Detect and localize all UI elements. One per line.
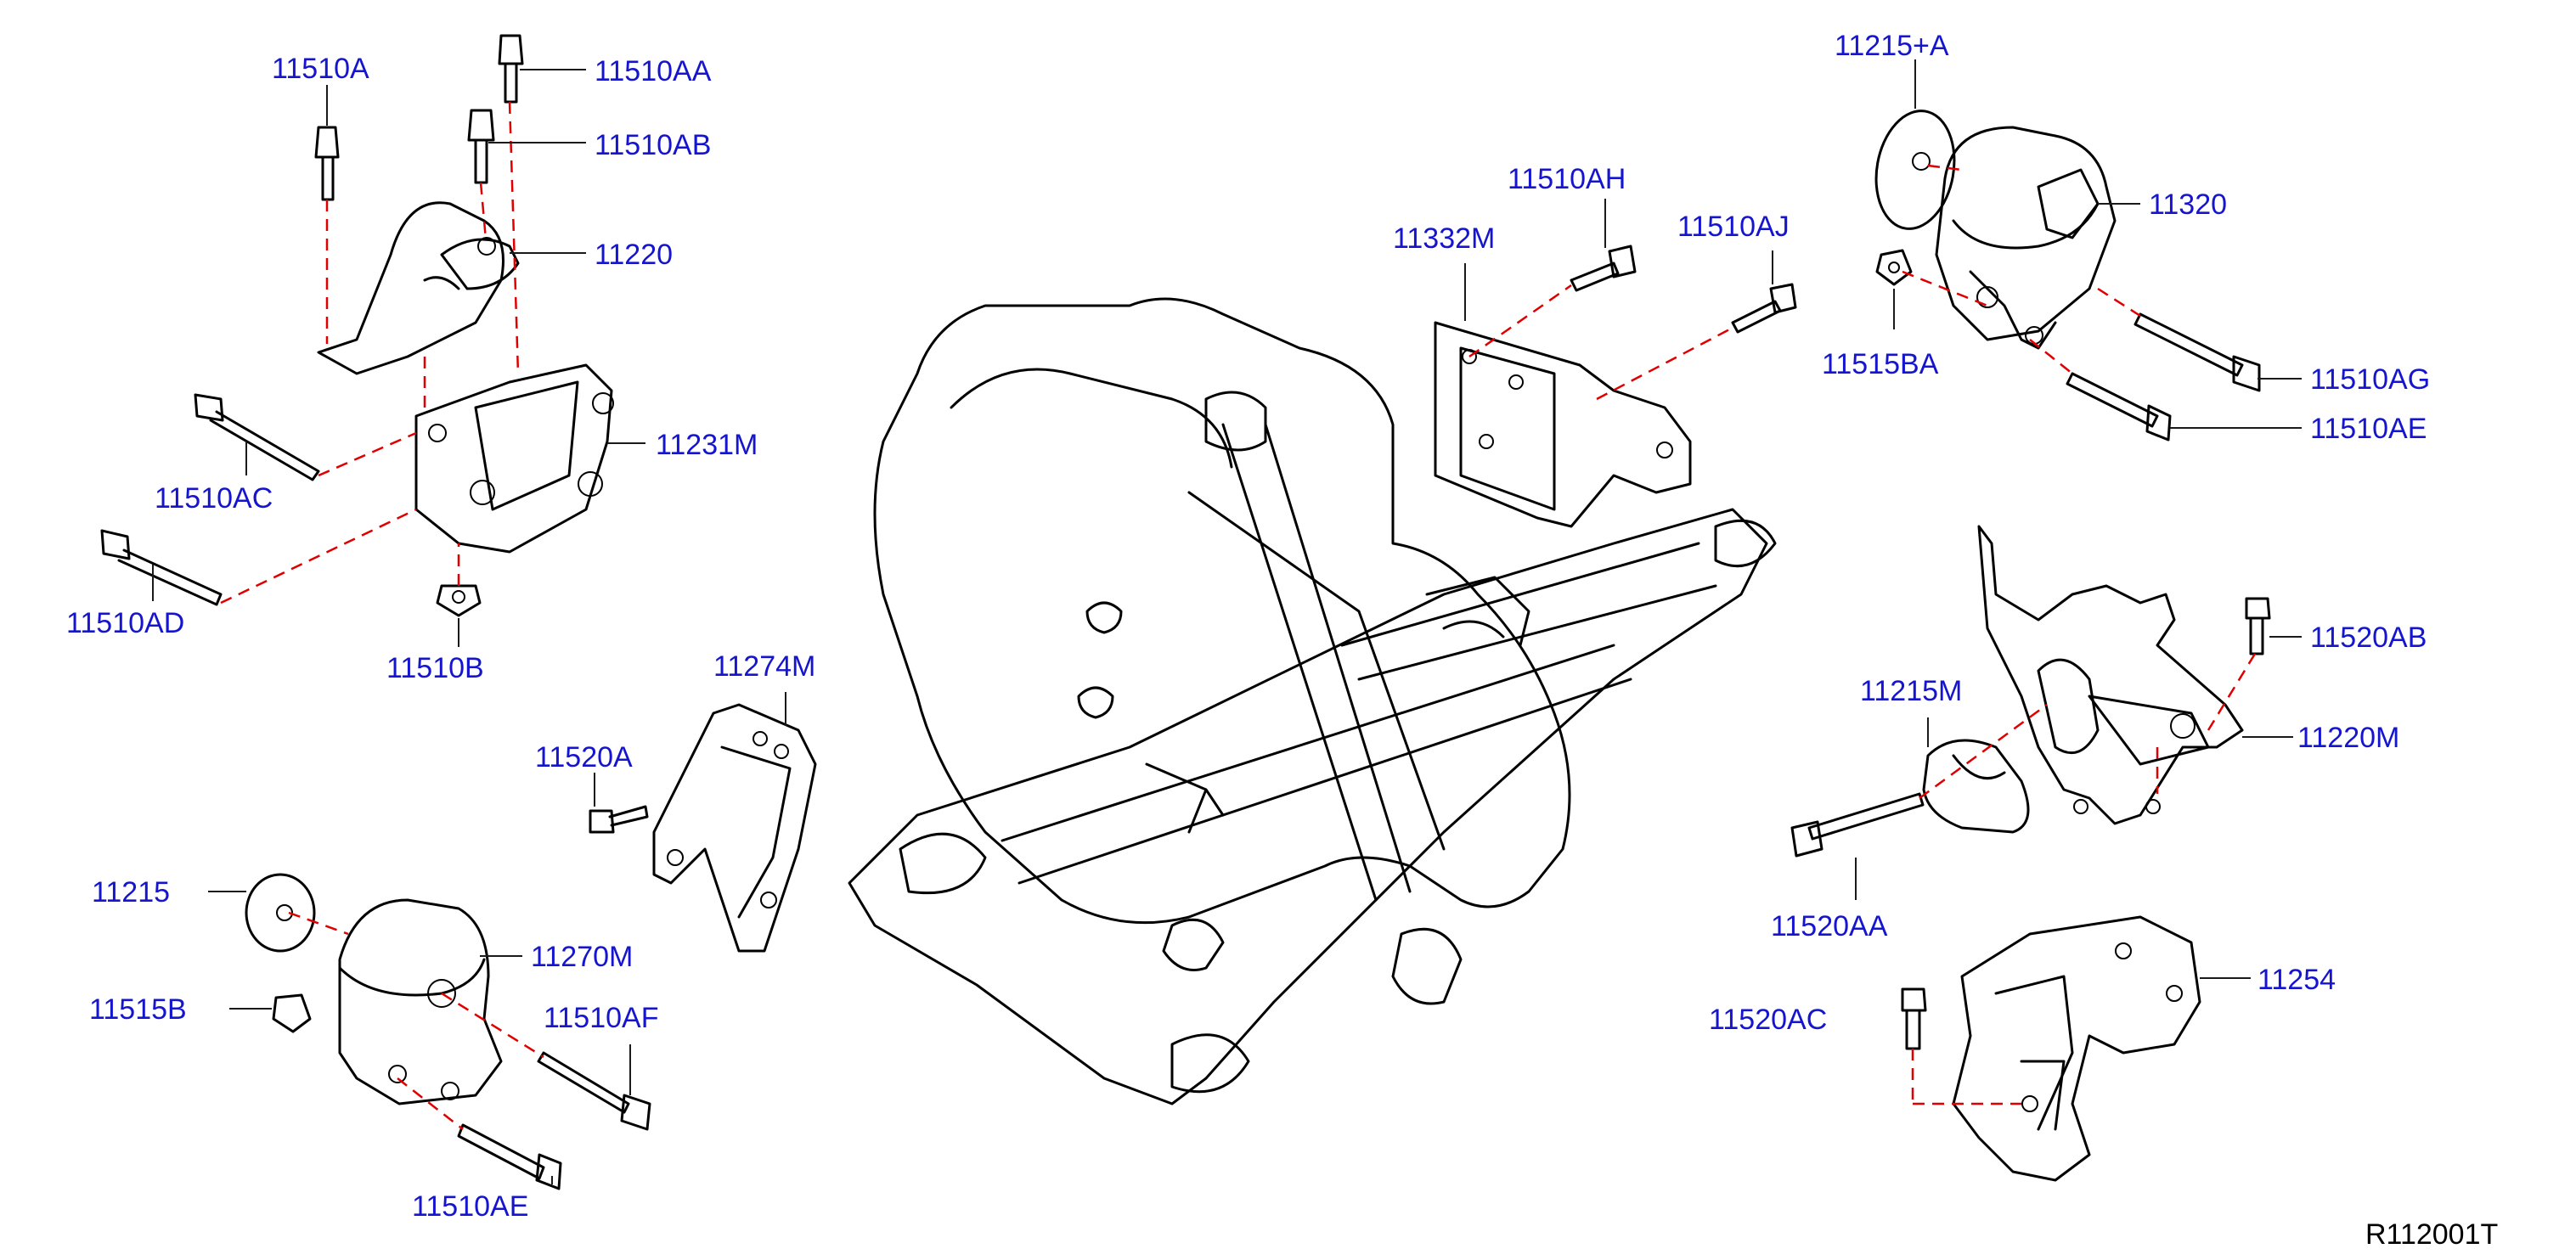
callout-11510ah: 11510AH bbox=[1508, 163, 1626, 195]
bracket-11274m bbox=[652, 703, 817, 953]
callout-11510ac: 11510AC bbox=[155, 482, 273, 515]
nut-11515ba bbox=[1875, 249, 1913, 286]
callout-11510ae-right: 11510AE bbox=[2310, 413, 2427, 445]
nut-11510b bbox=[436, 584, 482, 617]
bolt-11510aa bbox=[498, 34, 524, 104]
nut-11515b bbox=[272, 993, 312, 1033]
callout-11510af: 11510AF bbox=[544, 1002, 658, 1034]
bolt-11510ae-left bbox=[457, 1123, 562, 1190]
callout-11515ba: 11515BA bbox=[1822, 348, 1939, 380]
bolt-11510ag bbox=[2134, 312, 2261, 392]
callout-11520a: 11520A bbox=[535, 741, 633, 773]
callout-11215: 11215 bbox=[92, 876, 170, 908]
bolt-11520ac bbox=[1901, 987, 1927, 1050]
washer-11215 bbox=[245, 873, 316, 953]
callout-11510ag: 11510AG bbox=[2310, 363, 2430, 396]
mount-insulator-11270m bbox=[338, 898, 503, 1105]
callout-11231m: 11231M bbox=[656, 429, 758, 461]
callout-11520ac: 11520AC bbox=[1709, 1004, 1827, 1036]
mount-insulator-11320 bbox=[1935, 126, 2117, 350]
callout-11220: 11220 bbox=[595, 239, 673, 271]
alignment-lines-11332m bbox=[1468, 284, 1735, 401]
bolt-11510af bbox=[537, 1051, 651, 1131]
washer-11215-plus-a bbox=[1874, 110, 1956, 230]
bracket-11332m bbox=[1434, 321, 1692, 528]
alignment-lines-11254 bbox=[1911, 1049, 2021, 1105]
bolt-11520a bbox=[589, 805, 649, 834]
alignment-lines-top-right bbox=[1902, 164, 2141, 374]
insulator-11215m bbox=[1922, 739, 2030, 834]
engine-transaxle-outline bbox=[873, 297, 1571, 925]
leader-lines bbox=[152, 59, 2302, 1184]
bracket-11254 bbox=[1952, 915, 2201, 1182]
callout-11510ab: 11510AB bbox=[595, 129, 711, 161]
callout-11510a: 11510A bbox=[272, 53, 369, 85]
alignment-lines-top-left bbox=[220, 101, 520, 605]
front-subframe bbox=[848, 391, 1777, 1105]
bolt-11510ah bbox=[1570, 245, 1637, 292]
bolt-11510a bbox=[314, 126, 340, 201]
callout-11510ad: 11510AD bbox=[66, 607, 184, 639]
mount-bracket-11220m bbox=[1977, 525, 2244, 825]
callout-11515b: 11515B bbox=[89, 993, 187, 1026]
callout-labels: 11510A 11510AA 11510AB 11220 11231M 1151… bbox=[66, 30, 2430, 1223]
callout-11215-plus-a: 11215+A bbox=[1835, 30, 1949, 62]
callout-11254: 11254 bbox=[2258, 964, 2336, 996]
bolt-11510ad bbox=[100, 529, 223, 606]
mount-bracket-11220 bbox=[317, 201, 520, 375]
callout-11510aj: 11510AJ bbox=[1677, 211, 1790, 243]
callout-11274m: 11274M bbox=[713, 650, 815, 683]
callout-11215m: 11215M bbox=[1860, 675, 1962, 707]
bolt-11510ac bbox=[194, 393, 320, 481]
bolt-11520ab bbox=[2245, 597, 2271, 655]
callout-11510b: 11510B bbox=[386, 652, 484, 684]
callout-11270m: 11270M bbox=[531, 941, 633, 973]
mount-bracket-11231m bbox=[414, 363, 614, 554]
alignment-lines-bottom-left bbox=[288, 911, 544, 1130]
bolt-11520aa bbox=[1790, 792, 1925, 858]
callout-11220m: 11220M bbox=[2297, 722, 2399, 754]
callout-11520aa: 11520AA bbox=[1771, 910, 1888, 942]
callout-11520ab: 11520AB bbox=[2310, 622, 2427, 654]
callout-11510aa: 11510AA bbox=[595, 55, 712, 87]
diagram-reference-code: R112001T bbox=[2365, 1218, 2498, 1251]
callout-11510ae-left: 11510AE bbox=[412, 1190, 528, 1223]
bolt-11510ab bbox=[467, 109, 495, 184]
bolt-11510ae-right bbox=[2066, 372, 2172, 442]
alignment-lines-11220m bbox=[1919, 653, 2257, 800]
callout-11332m: 11332M bbox=[1393, 222, 1495, 255]
bolt-11510aj bbox=[1731, 283, 1797, 334]
callout-11320: 11320 bbox=[2149, 188, 2227, 221]
